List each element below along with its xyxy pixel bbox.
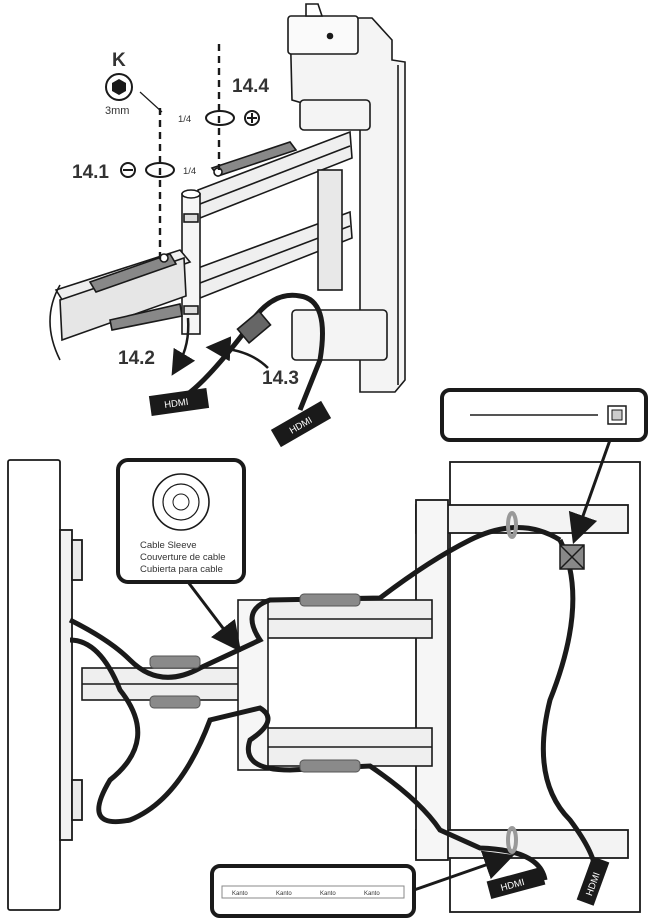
arrow-14-2 [171, 317, 196, 376]
strip-label-1: Kanto [232, 891, 248, 897]
quarter-turn-left: 1/4 [183, 166, 196, 177]
step-14-2: 14.2 [118, 348, 155, 369]
arm-assembly [81, 599, 433, 771]
step-14-4: 14.4 [232, 76, 269, 97]
hdmi-plug-3: HDMI [486, 867, 546, 899]
wall-plate-bottom [415, 461, 641, 913]
callout-label-strip [210, 850, 515, 918]
hex-key-icon [105, 73, 133, 101]
cable-sleeves [149, 593, 361, 773]
tool-size: 3mm [105, 105, 129, 117]
strip-label-4: Kanto [364, 891, 380, 897]
step-14-1: 14.1 [72, 162, 109, 183]
tv-screen [7, 459, 83, 911]
tool-letter: K [112, 50, 126, 71]
callout-cable-sleeve [116, 458, 246, 652]
quarter-turn-right: 1/4 [178, 114, 191, 125]
cables [68, 525, 599, 881]
callout-cable-tie [440, 388, 648, 545]
arrow-14-3 [205, 336, 269, 369]
sleeve-label-en: Cable Sleeve [140, 540, 197, 551]
rotate-cw-icon [205, 110, 260, 126]
step-14-3: 14.3 [262, 368, 299, 389]
hdmi-plug-4: HDMI [576, 856, 610, 906]
sleeve-label-es: Cubierta para cable [140, 564, 223, 575]
hdmi-plug-1: HDMI [148, 388, 210, 416]
sleeve-label-fr: Couverture de cable [140, 552, 226, 563]
wall-plate [287, 3, 406, 393]
tool-leader [139, 91, 163, 113]
hdmi-plug-2: HDMI [270, 400, 332, 448]
top-detail [49, 3, 406, 411]
tie-anchor-icon [559, 544, 585, 570]
svg-text:HDMI: HDMI [164, 397, 190, 411]
strip-label-3: Kanto [320, 891, 336, 897]
rotate-ccw-icon [120, 162, 175, 178]
tv-bracket [49, 249, 192, 361]
upper-arm [197, 130, 353, 300]
strip-label-2: Kanto [276, 891, 292, 897]
